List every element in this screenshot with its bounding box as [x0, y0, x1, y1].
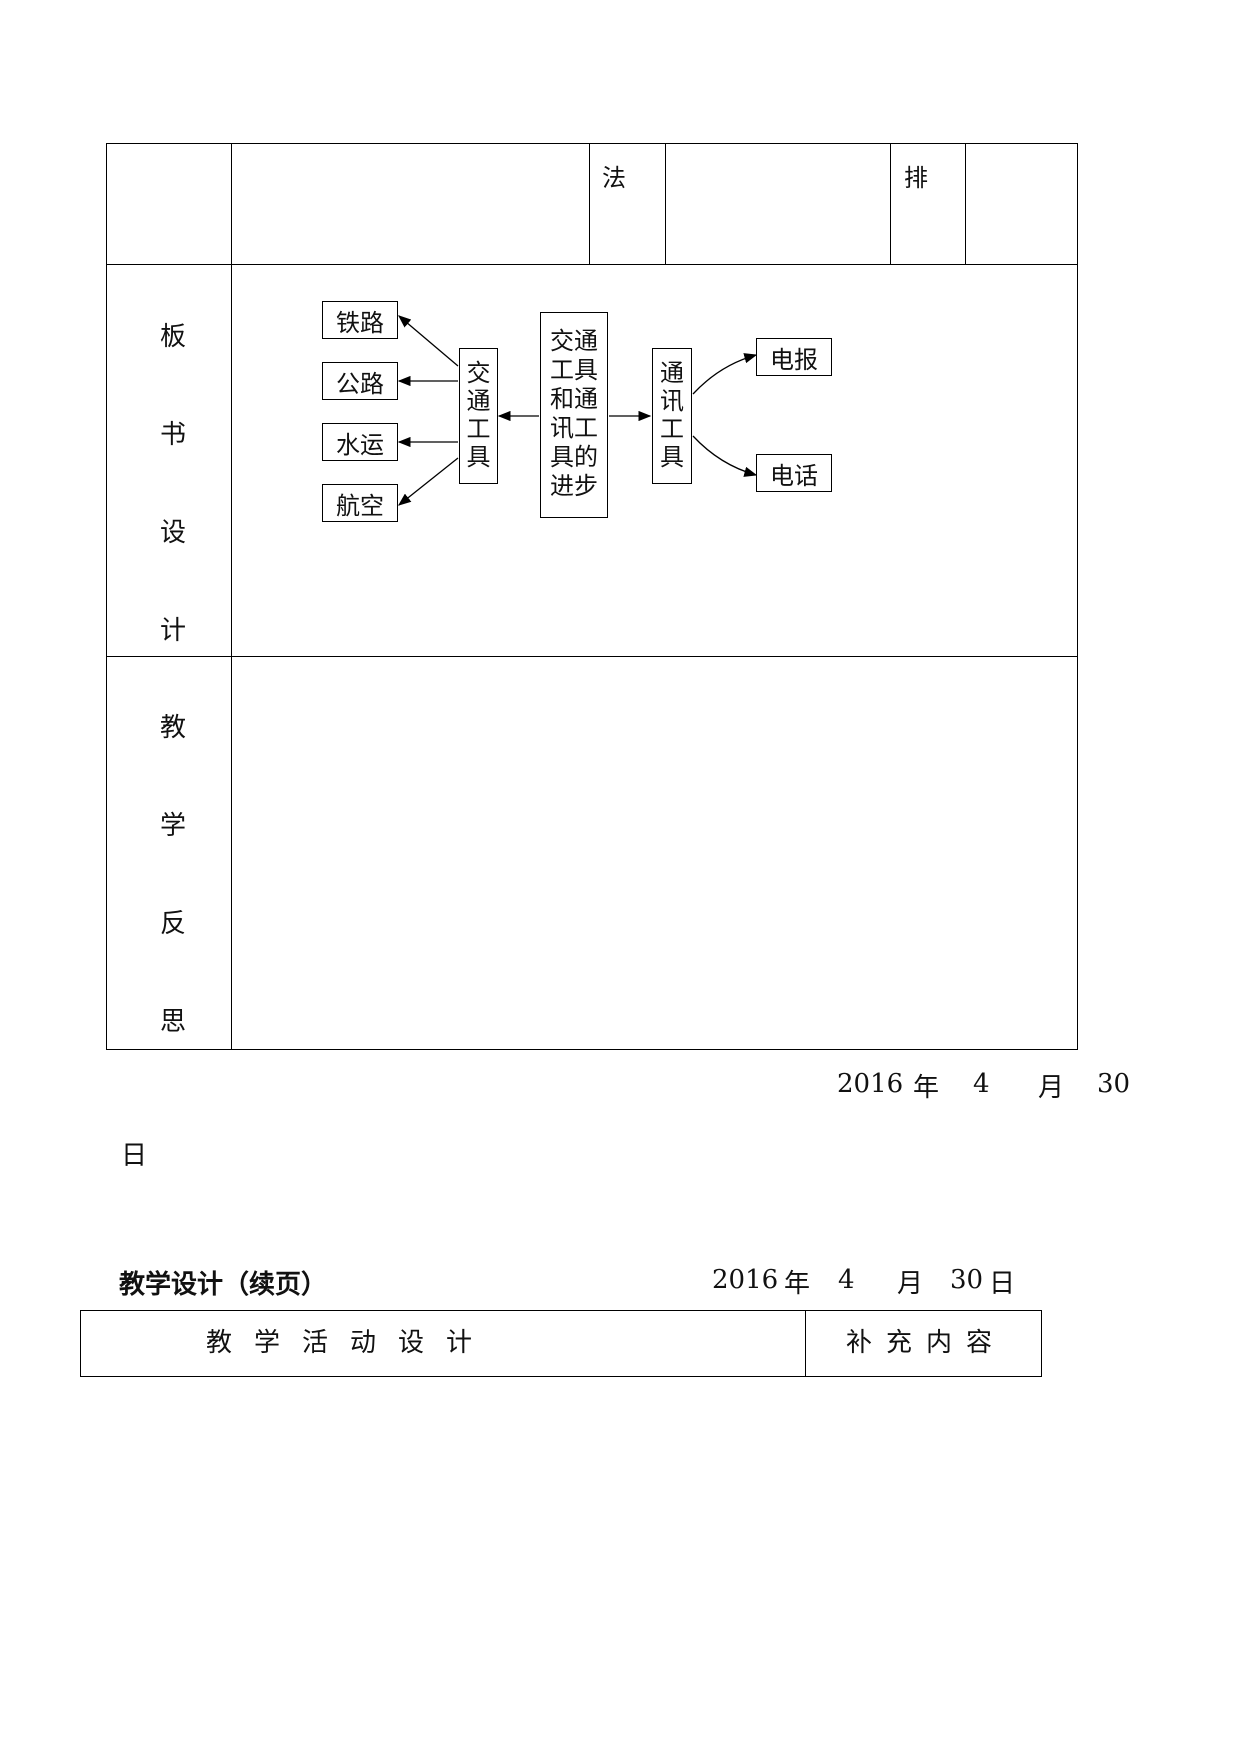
row1-divider-d [965, 143, 966, 264]
cont-table-divider [805, 1310, 806, 1377]
communication-label-char: 讯 [660, 387, 684, 415]
transport-label-char: 具 [466, 443, 491, 471]
table-border-top [106, 143, 1077, 144]
date-day-char: 日 [121, 1141, 148, 1171]
table-divider-1 [106, 264, 1077, 265]
table-border-left [106, 143, 107, 1050]
continuation-title: 教学设计（续页） [119, 1270, 328, 1300]
arrow-to-aviation [397, 457, 459, 506]
cont-table-right [1041, 1310, 1042, 1377]
date-month-char: 月 [1038, 1073, 1065, 1103]
communication-label-char: 具 [660, 443, 684, 471]
transport-label-char: 工 [466, 415, 491, 443]
date-year-char: 年 [913, 1073, 940, 1103]
table-divider-2 [106, 656, 1077, 657]
method-char: 法 [602, 164, 626, 192]
aviation-box: 航空 [322, 484, 398, 522]
cont-date-day-char: 日 [989, 1269, 1016, 1299]
cont-table-left [80, 1310, 81, 1377]
railway-box: 铁路 [322, 301, 398, 339]
telephone-box: 电话 [756, 454, 832, 492]
center-topic-line: 和通 [550, 385, 598, 413]
transport-label-char: 交 [466, 359, 491, 387]
diagram-arrows [397, 315, 758, 506]
transport-label-char: 通 [466, 387, 491, 415]
arrow-to-telegraph [692, 353, 758, 395]
supplement-header: 补充内容 [846, 1328, 1007, 1358]
communication-tools-box: 通 讯 工 具 [652, 348, 692, 484]
cont-date-year-char: 年 [784, 1269, 811, 1299]
center-topic-line: 交通 [550, 327, 598, 355]
table-border-right [1077, 143, 1078, 1050]
cont-date-month-char: 月 [897, 1269, 924, 1299]
arrange-char: 排 [904, 164, 928, 192]
center-topic-line: 具的 [550, 443, 598, 471]
center-topic-line: 进步 [550, 472, 598, 500]
cont-date-year: 2016 [712, 1265, 779, 1295]
date-day: 30 [1097, 1069, 1131, 1099]
row1-divider-a [589, 143, 590, 264]
center-topic-line: 工具 [550, 356, 598, 384]
cont-table-bottom [80, 1376, 1042, 1377]
board-design-label-2: 书 [159, 420, 186, 450]
transport-tools-box: 交 通 工 具 [459, 348, 498, 484]
board-design-label-4: 计 [159, 616, 186, 646]
communication-label-char: 通 [660, 359, 684, 387]
reflection-label-2: 学 [159, 811, 186, 841]
cont-date-month: 4 [838, 1265, 855, 1295]
cont-date-day: 30 [950, 1265, 984, 1295]
center-topic-box: 交通 工具 和通 讯工 具的 进步 [540, 312, 608, 518]
cont-table-top [80, 1310, 1042, 1311]
date-year: 2016 [837, 1069, 904, 1099]
center-topic-line: 讯工 [550, 414, 598, 442]
reflection-label-1: 教 [159, 713, 186, 743]
waterway-box: 水运 [322, 423, 398, 461]
arrow-to-telephone [692, 435, 758, 477]
activity-design-header: 教学活动设计 [206, 1328, 495, 1358]
board-design-label-1: 板 [159, 322, 186, 352]
highway-box: 公路 [322, 362, 398, 400]
table-label-divider [231, 143, 232, 1050]
row1-divider-b [665, 143, 666, 264]
reflection-label-3: 反 [159, 909, 186, 939]
row1-divider-c [890, 143, 891, 264]
board-design-label-3: 设 [159, 518, 186, 548]
date-month: 4 [973, 1069, 990, 1099]
communication-label-char: 工 [660, 415, 684, 443]
telegraph-box: 电报 [756, 338, 832, 376]
table-border-bottom [106, 1049, 1077, 1050]
arrow-to-railway [398, 315, 459, 367]
reflection-label-4: 思 [159, 1007, 186, 1037]
